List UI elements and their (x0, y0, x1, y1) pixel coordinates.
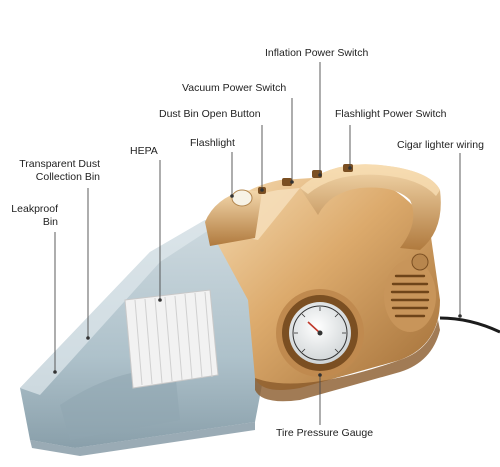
label-transparent-dust-collection-bin: Transparent Dust Collection Bin (8, 158, 100, 184)
label-flashlight-power-switch: Flashlight Power Switch (335, 108, 447, 120)
label-transparent-dust-line2: Collection Bin (35, 171, 100, 183)
power-cord (439, 316, 500, 334)
label-vacuum-power-switch: Vacuum Power Switch (182, 82, 287, 94)
vent-grille (384, 260, 436, 332)
label-flashlight: Flashlight (190, 137, 235, 149)
label-leakproof-bin: Leakproof Bin (4, 203, 58, 229)
flashlight-switch[interactable] (343, 164, 353, 172)
pressure-gauge (276, 289, 364, 377)
label-inflation-power-switch: Inflation Power Switch (265, 47, 369, 59)
vacuum-body (205, 175, 440, 402)
vacuum-handle (300, 164, 441, 250)
flashlight-lens (231, 189, 253, 207)
label-leakproof-line2: Bin (42, 216, 58, 228)
leader-lines (53, 62, 462, 425)
label-transparent-dust-line1: Transparent Dust (19, 158, 100, 170)
label-leakproof-line1: Leakproof (11, 203, 58, 215)
vacuum-switch[interactable] (282, 178, 292, 186)
label-tire-pressure-gauge: Tire Pressure Gauge (276, 427, 374, 439)
hepa-filter (124, 289, 219, 389)
label-dust-bin-open-button: Dust Bin Open Button (159, 108, 261, 120)
label-cigar-lighter-wiring: Cigar lighter wiring (397, 139, 484, 151)
cigar-port (411, 253, 429, 271)
label-hepa: HEPA (130, 145, 158, 157)
